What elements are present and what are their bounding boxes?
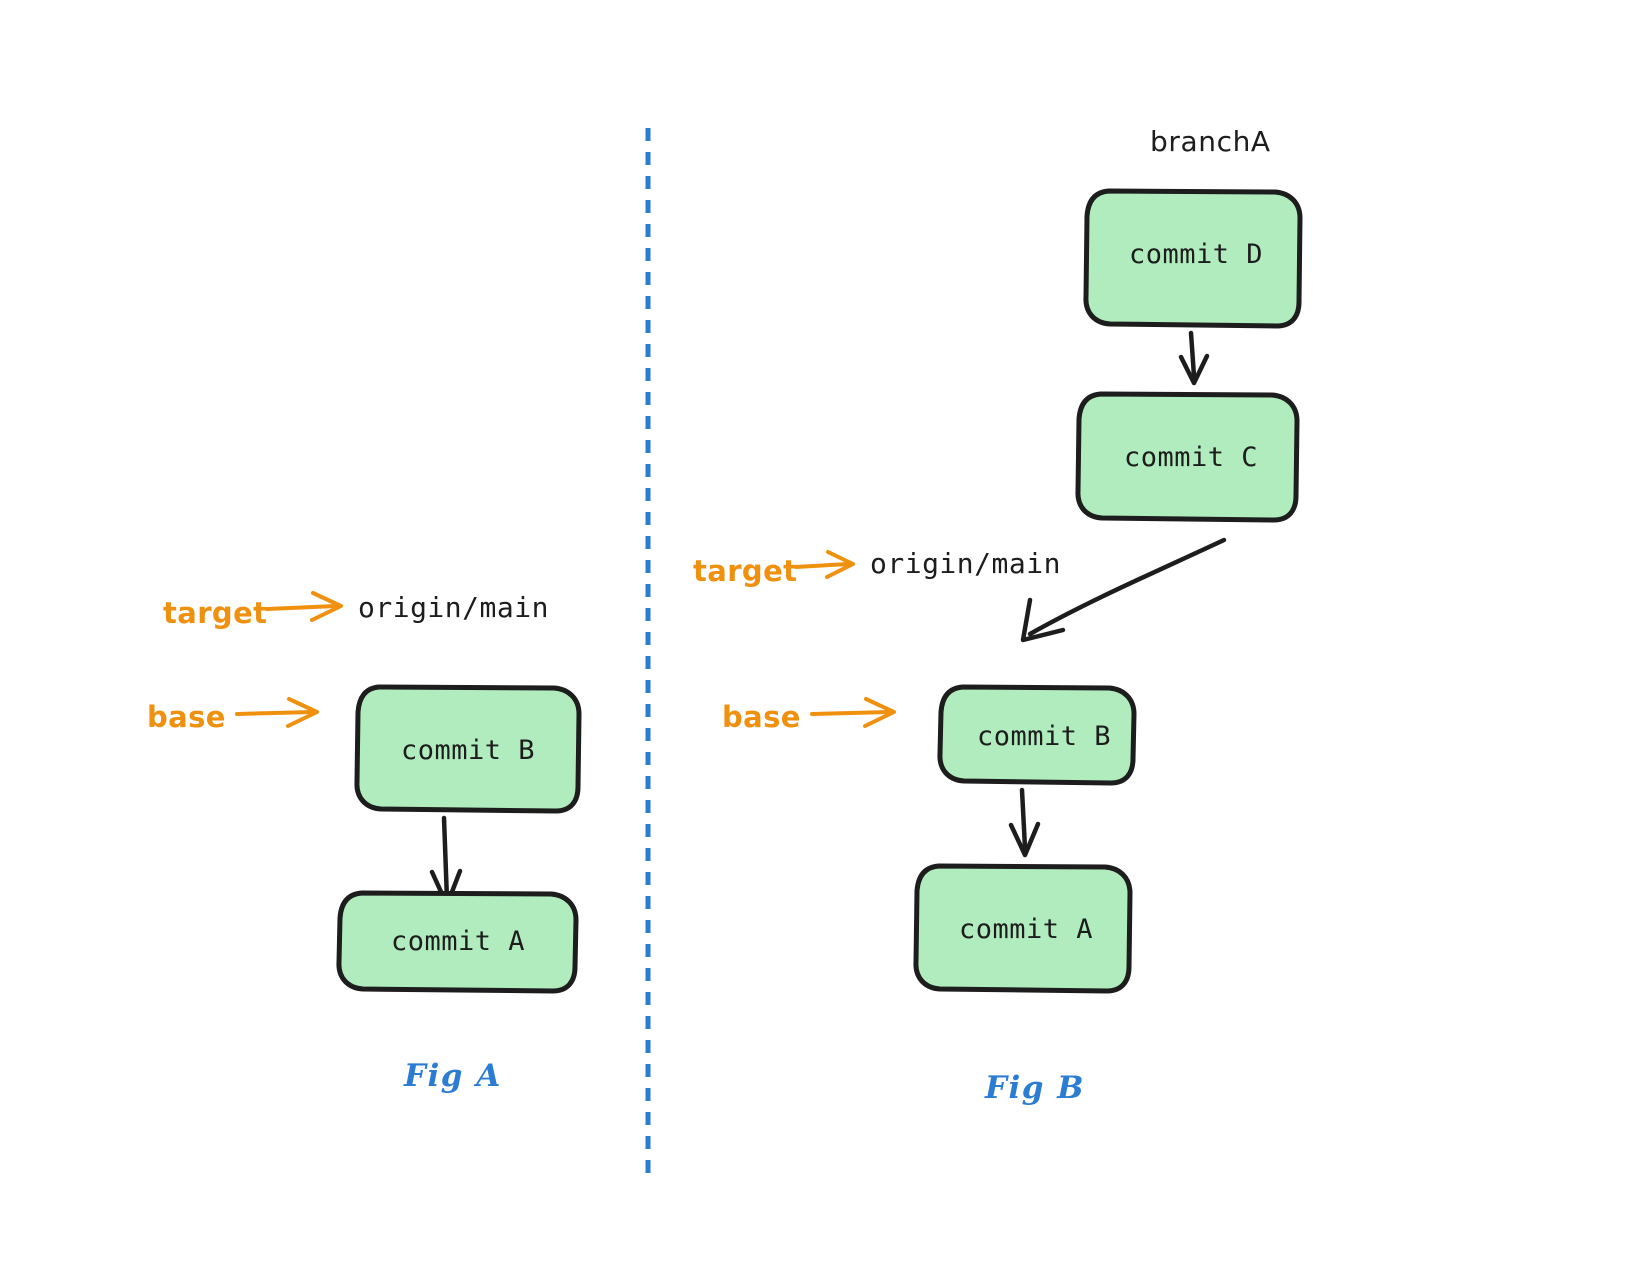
figa-base-arrow-icon xyxy=(235,710,314,716)
figa-commit-a-box xyxy=(336,890,579,994)
figb-commit-b-label: commit B xyxy=(977,721,1111,752)
figb-caption: Fig B xyxy=(984,1070,1085,1106)
figa-ref-origin-main: origin/main xyxy=(358,591,549,624)
figb-base-arrow-icon xyxy=(810,710,891,716)
figb-commit-c-box xyxy=(1075,391,1300,523)
figa-target-arrow-icon xyxy=(265,604,338,611)
figa-annotation-base: base xyxy=(147,700,226,734)
figb-annotation-target: target xyxy=(693,554,797,588)
figb-commit-b-box xyxy=(937,684,1137,786)
figa-base-arrowhead-icon xyxy=(286,697,319,728)
figb-edge-d-to-c xyxy=(1188,330,1197,379)
figb-annotation-base: base xyxy=(722,700,801,734)
figa-commit-b-node[interactable]: commit B xyxy=(354,684,582,814)
figb-commit-d-box xyxy=(1083,188,1303,329)
figb-edge-b-to-a xyxy=(1019,787,1028,851)
figb-edge-c-to-b-arrowhead-icon xyxy=(1020,597,1066,643)
figb-target-arrow-icon xyxy=(794,562,850,569)
figb-target-arrowhead-icon xyxy=(825,550,855,579)
figb-edge-c-to-b-curved xyxy=(1027,537,1227,637)
figb-edge-d-to-c-arrowhead-icon xyxy=(1178,353,1210,386)
figb-ref-origin-main: origin/main xyxy=(870,547,1061,580)
figa-edge-b-to-a xyxy=(441,815,450,903)
figa-caption: Fig A xyxy=(403,1058,502,1094)
figa-target-arrowhead-icon xyxy=(310,591,343,622)
figb-commit-a-node[interactable]: commit A xyxy=(913,863,1133,994)
figa-commit-b-label: commit B xyxy=(401,735,535,766)
figb-commit-d-node[interactable]: commit D xyxy=(1083,188,1303,329)
figb-commit-a-label: commit A xyxy=(959,914,1093,945)
figa-commit-b-box xyxy=(354,684,582,814)
figb-commit-b-node[interactable]: commit B xyxy=(937,684,1137,786)
figb-commit-c-node[interactable]: commit C xyxy=(1075,391,1300,523)
figa-commit-a-label: commit A xyxy=(391,926,525,957)
figb-base-arrowhead-icon xyxy=(863,697,896,728)
figb-commit-c-label: commit C xyxy=(1124,442,1258,473)
figb-commit-d-label: commit D xyxy=(1129,239,1263,270)
figa-annotation-target: target xyxy=(163,596,267,630)
figb-commit-a-box xyxy=(913,863,1133,994)
figb-branch-label-branchA: branchA xyxy=(1150,125,1271,158)
figa-commit-a-node[interactable]: commit A xyxy=(336,890,579,994)
figb-edge-b-to-a-arrowhead-icon xyxy=(1008,821,1041,858)
